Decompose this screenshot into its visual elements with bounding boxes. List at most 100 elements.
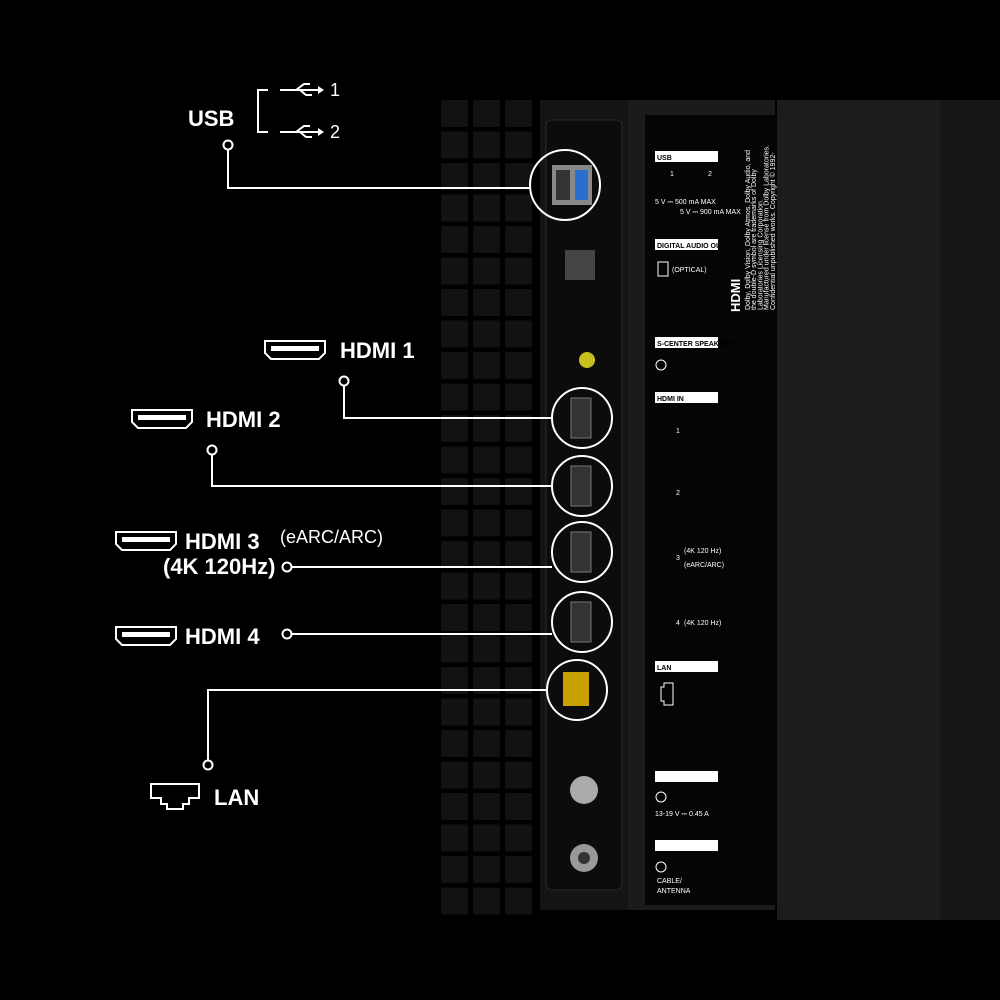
vent-cell — [441, 383, 468, 411]
vent-cell — [505, 572, 532, 600]
callout-label: HDMI 3 — [185, 529, 260, 554]
vent-cell — [473, 541, 500, 568]
hdmi-icon — [131, 409, 193, 429]
svg-text:Manufactured under license fro: Manufactured under license from Dolby La… — [764, 145, 771, 310]
hdmi-logo: HDMI — [728, 279, 743, 312]
vent-cell — [505, 163, 532, 190]
vent-cell — [441, 509, 468, 537]
vent-cell — [441, 194, 468, 222]
svg-text:Confidential unpublished works: Confidential unpublished works. Copyrigh… — [769, 152, 777, 310]
vent-cell — [473, 509, 500, 537]
vent-cell — [505, 604, 532, 631]
panel-antenna: CABLE/ ANTENNA — [655, 840, 718, 895]
panel-lan: LAN — [655, 661, 718, 706]
vent-cell — [441, 446, 468, 474]
callout-hdmi3: HDMI 3(eARC/ARC)(4K 120Hz) — [115, 521, 613, 583]
vent-cell — [441, 793, 468, 820]
vent-cell — [505, 131, 532, 159]
svg-text:1: 1 — [330, 80, 340, 100]
svg-text:2: 2 — [676, 490, 680, 497]
vent-cell — [473, 289, 500, 316]
vent-cell — [441, 572, 468, 600]
callout-usb: USB 1 2 — [188, 80, 601, 221]
hdmi3-note: (eARC/ARC) — [280, 527, 383, 547]
vent-cell — [441, 131, 468, 159]
vent-cell — [441, 667, 468, 694]
svg-text:Dolby, Dolby Vision, Dolby Atm: Dolby, Dolby Vision, Dolby Atmos, Dolby … — [745, 150, 752, 310]
vent-cell — [473, 352, 500, 379]
vent-cell — [473, 383, 500, 411]
svg-text:2: 2 — [708, 171, 712, 178]
vent-cell — [473, 415, 500, 442]
vent-cell — [505, 226, 532, 253]
svg-text:1: 1 — [670, 171, 674, 178]
callout-hdmi4: HDMI 4 — [115, 591, 613, 653]
vent-cell — [505, 856, 532, 883]
callout-label: HDMI 1 — [340, 338, 415, 363]
vent-cell — [441, 352, 468, 379]
svg-text:DIGITAL AUDIO OUT: DIGITAL AUDIO OUT — [657, 243, 726, 250]
vent-cell — [505, 509, 532, 537]
hdmi-icon — [115, 531, 177, 551]
vent-cell — [473, 761, 500, 789]
panel-legal: Dolby, Dolby Vision, Dolby Atmos, Dolby … — [745, 145, 777, 310]
vent-cell — [441, 257, 468, 285]
svg-text:13-19 V ⎓ 0.45 A: 13-19 V ⎓ 0.45 A — [655, 811, 709, 818]
vent-cell — [505, 478, 532, 505]
vent-cell — [473, 887, 500, 915]
svg-text:ANTENNA: ANTENNA — [657, 888, 691, 895]
hdmi-port — [570, 601, 592, 643]
hdmi-port — [570, 465, 592, 507]
vent-cell — [505, 667, 532, 694]
vent-cell — [505, 793, 532, 820]
vent-cell — [441, 824, 468, 852]
svg-text:CABLE/: CABLE/ — [657, 878, 682, 885]
vent-cell — [473, 730, 500, 757]
vent-cell — [441, 698, 468, 726]
svg-text:3: 3 — [676, 555, 680, 562]
svg-text:(OPTICAL): (OPTICAL) — [672, 267, 707, 274]
vent-cell — [473, 257, 500, 285]
vent-cell — [473, 446, 500, 474]
vent-cell — [505, 257, 532, 285]
vent-cell — [473, 667, 500, 694]
vent-cell — [505, 352, 532, 379]
usb-icon — [280, 83, 324, 96]
callout-hdmi2: HDMI 2 — [131, 407, 613, 517]
vent-cell — [505, 446, 532, 474]
svg-text:4: 4 — [676, 620, 680, 627]
vent-cell — [473, 856, 500, 883]
usb-icon — [280, 125, 324, 138]
vent-cell — [473, 604, 500, 631]
svg-text:S-CENTER SPEAKER IN: S-CENTER SPEAKER IN — [657, 341, 738, 348]
vent-cell — [505, 761, 532, 789]
vent-cell — [441, 163, 468, 190]
panel-digital-audio: DIGITAL AUDIO OUT (OPTICAL) — [655, 239, 726, 277]
vent-cell — [505, 887, 532, 915]
vent-cell — [441, 761, 468, 789]
svg-text:(4K 120 Hz): (4K 120 Hz) — [684, 548, 721, 555]
hdmi-port — [570, 531, 592, 573]
vent-cell — [505, 730, 532, 757]
svg-text:(eARC/ARC): (eARC/ARC) — [684, 562, 724, 569]
hdmi-icon — [115, 626, 177, 646]
lan-port — [563, 672, 589, 706]
vent-cell — [505, 415, 532, 442]
vent-cell — [473, 635, 500, 663]
vent-cell — [441, 730, 468, 757]
optical-port — [565, 250, 595, 280]
vent-cell — [441, 320, 468, 348]
svg-text:2: 2 — [330, 122, 340, 142]
usb-spec-1: 5 V ⎓ 500 mA MAX — [655, 199, 716, 206]
callout-hdmi1: HDMI 1 — [264, 338, 613, 449]
svg-text:Laboratories Licensing Corpora: Laboratories Licensing Corporation. — [757, 199, 764, 310]
callout-lan: LAN — [150, 659, 608, 810]
vent-cell — [441, 604, 468, 631]
center-speaker-port — [579, 352, 595, 368]
vent-cell — [473, 478, 500, 505]
vent-cell — [473, 320, 500, 348]
vent-cell — [505, 100, 532, 127]
vent-cell — [505, 635, 532, 663]
